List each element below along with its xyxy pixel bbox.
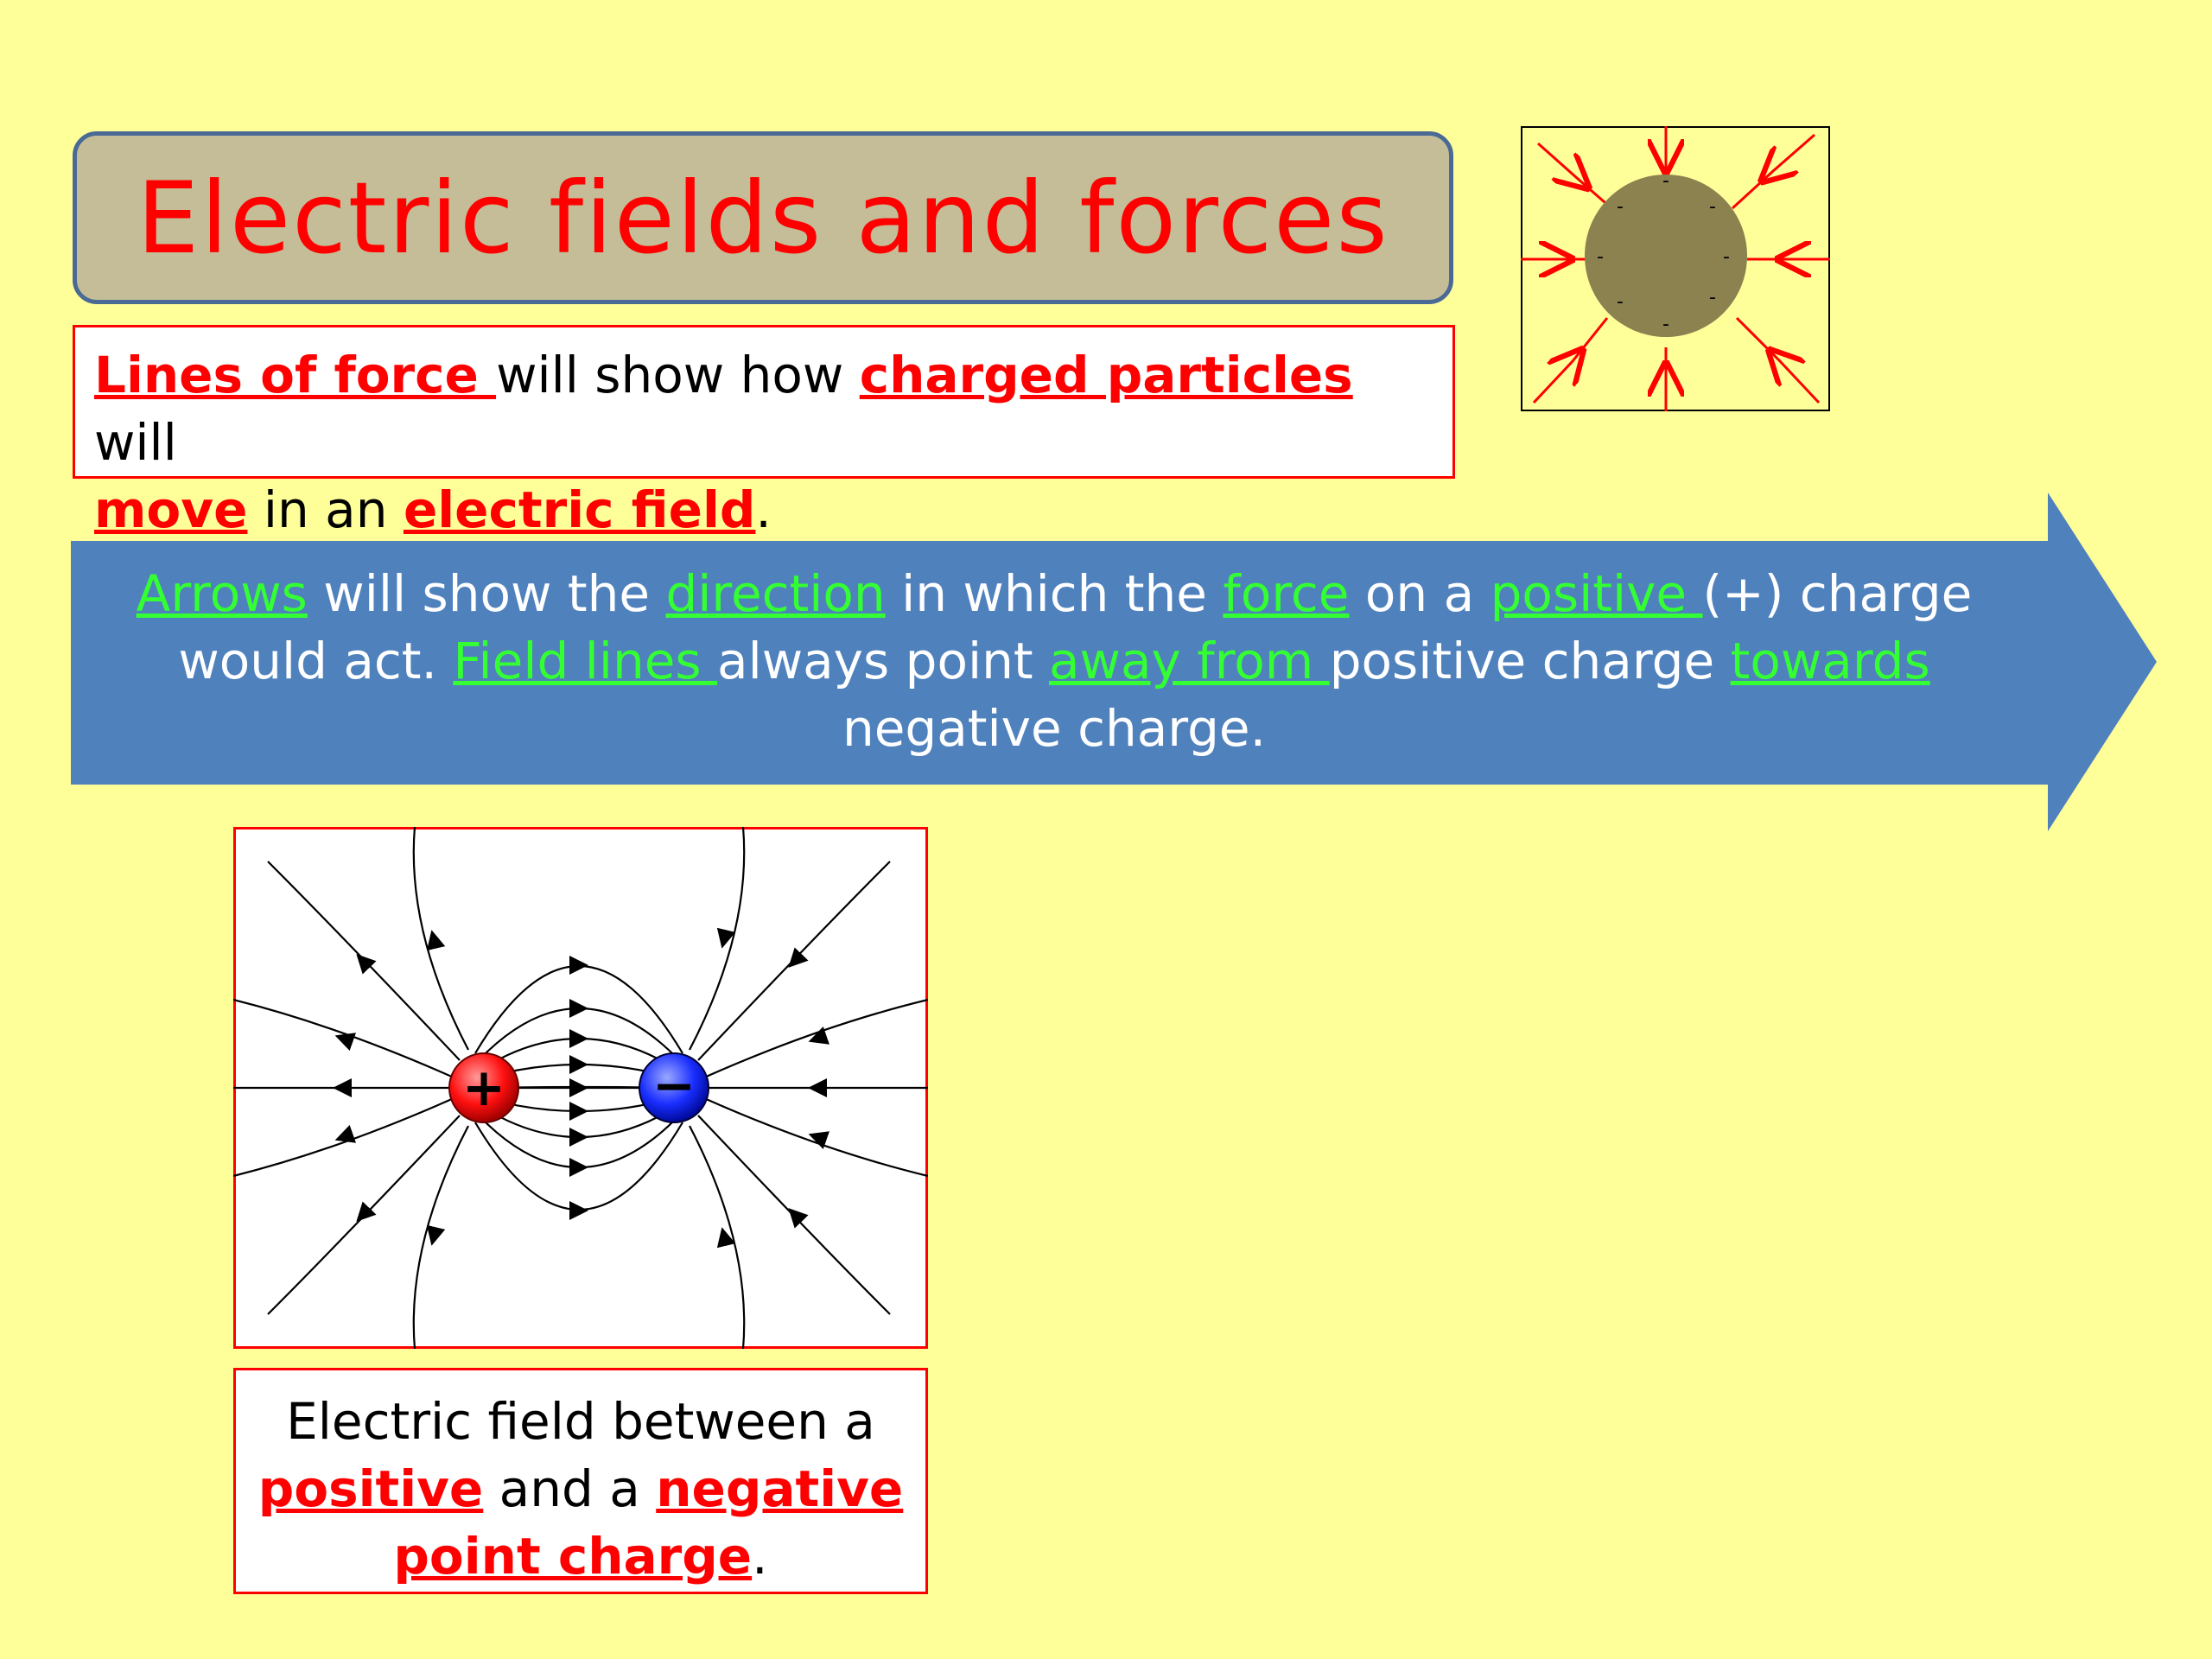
negative-charge — [639, 1052, 709, 1123]
caption-text: Electric field between a — [286, 1392, 875, 1451]
arrow-text-part: (+) charge — [1702, 564, 1973, 623]
arrow-text: Arrows will show the direction in which … — [86, 560, 2022, 762]
charged-sphere-diagram: - - - - - - - - — [1521, 126, 1830, 411]
arrow-text-part: on a — [1349, 564, 1491, 623]
sphere-charge-label: - — [1709, 196, 1716, 218]
title-banner: Electric fields and forces — [73, 131, 1453, 304]
term-towards: towards — [1730, 632, 1930, 690]
sphere-charge-label: - — [1709, 287, 1716, 308]
positive-charge — [448, 1052, 519, 1123]
page-title: Electric fields and forces — [137, 160, 1389, 276]
term-charged-particles: charged particles — [859, 346, 1353, 404]
term-field-lines: Field lines — [453, 632, 718, 690]
term-direction: direction — [665, 564, 886, 623]
right-arrow-shape — [71, 493, 2157, 831]
arrow-text-part: in which the — [885, 564, 1224, 623]
intro-text-box: Lines of force will show how charged par… — [73, 325, 1455, 539]
caption-text: and a — [483, 1459, 657, 1518]
term-positive-caption: positive — [257, 1459, 484, 1518]
negative-charge-symbol: − — [652, 1056, 696, 1116]
intro-text: . — [755, 480, 772, 539]
positive-charge-symbol: + — [462, 1058, 505, 1118]
term-lines-of-force: Lines of force — [94, 346, 497, 404]
arrow-text-part: negative charge. — [842, 699, 1267, 758]
term-move: move — [94, 480, 248, 539]
sphere-charge-label: - — [1662, 170, 1669, 192]
arrow-text-part: always point — [717, 632, 1050, 690]
sphere-charge-label: - — [1597, 246, 1604, 268]
term-negative-caption: negative — [656, 1459, 904, 1518]
intro-text: will — [94, 413, 177, 472]
term-away-from: away from — [1049, 632, 1330, 690]
arrow-text-part: would act. — [178, 632, 454, 690]
term-positive: positive — [1490, 564, 1703, 623]
charged-sphere — [1585, 175, 1747, 337]
caption-text: . — [752, 1527, 768, 1586]
sphere-charge-label: - — [1617, 196, 1624, 218]
arrow-text-part: will show the — [307, 564, 666, 623]
sphere-charge-label: - — [1723, 246, 1730, 268]
term-electric-field: electric field — [403, 480, 756, 539]
sphere-charge-label: - — [1617, 291, 1624, 313]
sphere-charge-label: - — [1662, 314, 1669, 335]
intro-text: will show how — [496, 346, 860, 404]
intro-text: in an — [247, 480, 404, 539]
term-arrows: Arrows — [136, 564, 308, 623]
caption-box: Electric field between a positive and a … — [233, 1368, 928, 1594]
term-point-charge: point charge — [393, 1527, 753, 1586]
arrow-text-part: positive charge — [1329, 632, 1731, 690]
dipole-field-diagram: + − — [233, 827, 928, 1349]
term-force: force — [1223, 564, 1350, 623]
